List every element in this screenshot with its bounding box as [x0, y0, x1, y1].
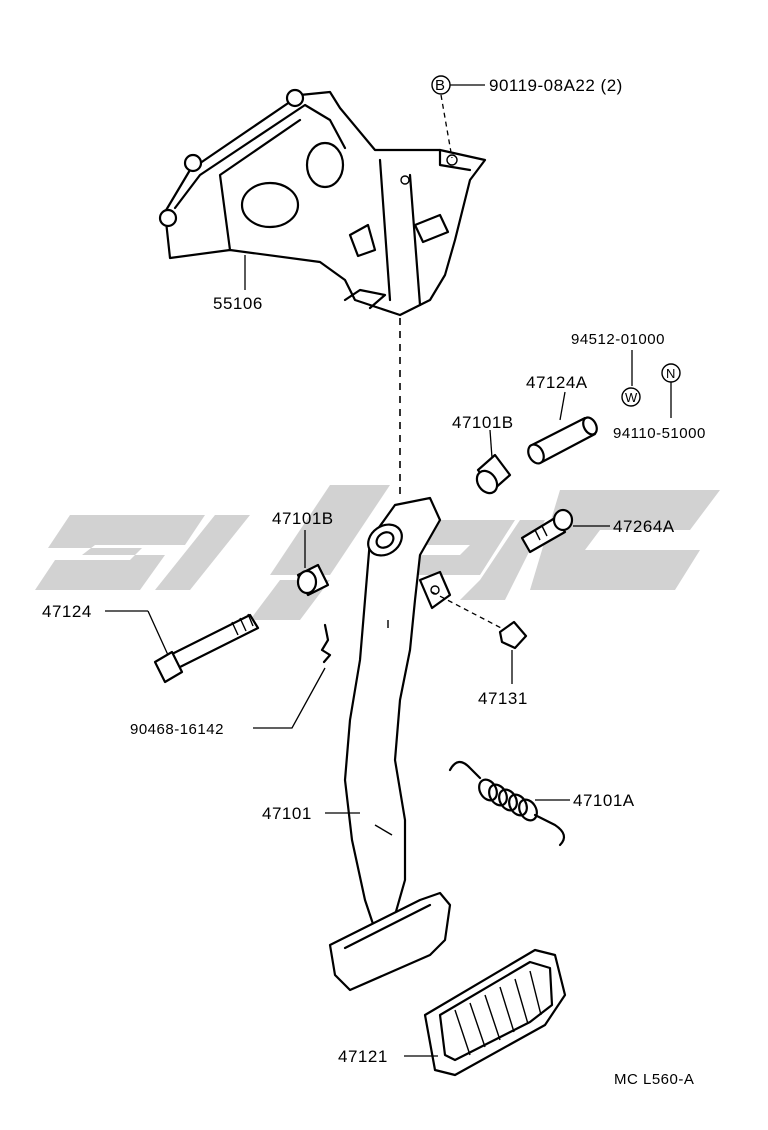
washer-w-symbol — [621, 387, 641, 407]
bolt-47124 — [153, 613, 260, 684]
bushing-47101B-lower — [296, 563, 330, 597]
pedal-foot-plate — [328, 891, 452, 992]
pin-47264A — [520, 508, 574, 554]
pedal-plate-edge — [343, 903, 432, 950]
leader-90468 — [253, 667, 326, 729]
pedal-arm-47101 — [343, 496, 452, 932]
label-47101B-upper: 47101B — [452, 413, 514, 432]
pedal-pad-47121 — [423, 948, 567, 1077]
label-94110: 94110-51000 — [613, 425, 706, 442]
bolt-symbol-letter: B — [435, 77, 446, 94]
dash-90119 — [440, 94, 453, 159]
stopper-47131 — [498, 620, 528, 650]
label-47264A: 47264A — [613, 517, 675, 536]
clip-90468 — [320, 623, 332, 664]
leader-47124A — [559, 391, 566, 421]
leader-47101B-upper — [489, 429, 493, 459]
nut-symbol-letter: N — [666, 366, 675, 381]
drawing-code: MC L560-A — [614, 1071, 694, 1088]
spring-47101A — [448, 760, 566, 847]
bushing-47101B-upper — [475, 453, 512, 495]
label-90468: 90468-16142 — [130, 721, 224, 738]
label-47124A: 47124A — [526, 373, 588, 392]
label-47124: 47124 — [42, 602, 92, 621]
collar-47124A — [527, 416, 598, 465]
label-47101: 47101 — [262, 804, 312, 823]
leader-47124-d — [147, 610, 169, 656]
washer-symbol-letter: W — [625, 390, 638, 405]
label-55106: 55106 — [213, 294, 263, 313]
dash-47131 — [431, 591, 506, 631]
pedal-bracket-55106 — [158, 88, 487, 317]
label-47101A: 47101A — [573, 791, 635, 810]
label-94512: 94512-01000 — [571, 331, 665, 348]
label-90119: 90119-08A22 (2) — [489, 76, 623, 95]
label-47121: 47121 — [338, 1047, 388, 1066]
label-47131: 47131 — [478, 689, 528, 708]
label-47101B-lower: 47101B — [272, 509, 334, 528]
